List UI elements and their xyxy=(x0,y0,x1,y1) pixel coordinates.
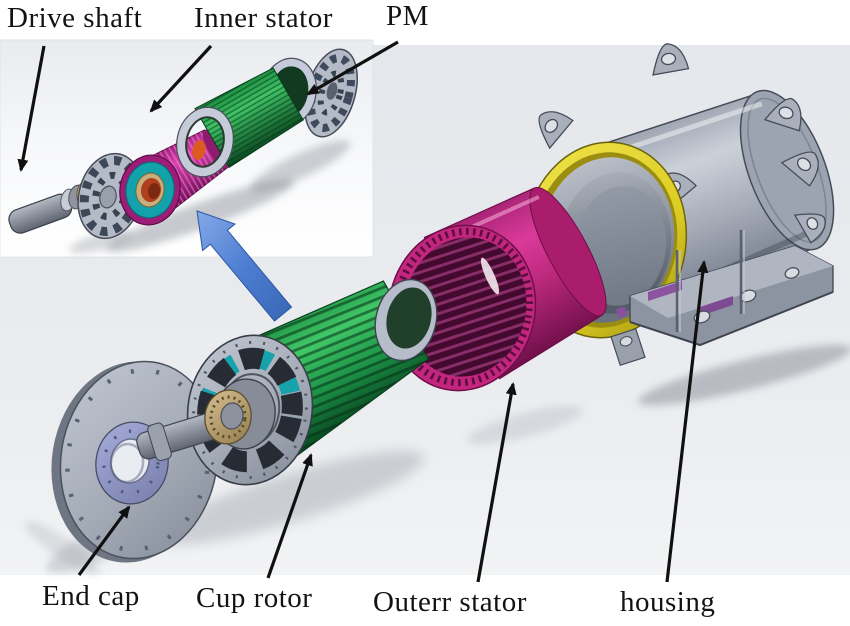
drive-shaft-arrow xyxy=(17,45,46,172)
insertion-direction-arrow xyxy=(196,210,293,322)
label-housing: housing xyxy=(620,586,716,618)
cup-rotor-part xyxy=(136,278,438,486)
outer-stator-part xyxy=(387,186,607,392)
label-inner-stator: Inner stator xyxy=(194,2,333,34)
pm-arrow xyxy=(306,40,399,96)
housing-arrow xyxy=(665,260,709,583)
label-end-cap: End cap xyxy=(42,580,140,612)
annotation-arrows xyxy=(17,40,709,583)
inner-stator-arrow xyxy=(149,44,213,113)
housing-base-bracket xyxy=(610,230,834,367)
label-drive-shaft: Drive shaft xyxy=(7,2,143,34)
inset-orange-ring xyxy=(192,140,206,160)
inset-inner-assembly xyxy=(8,48,358,322)
end-cap-part xyxy=(51,360,219,563)
outer-stator-arrow xyxy=(476,382,517,583)
label-pm: PM xyxy=(386,0,429,32)
label-cup-rotor: Cup rotor xyxy=(196,582,313,614)
label-outer-stator: Outerr stator xyxy=(373,586,527,618)
inset-pm-cylinder xyxy=(176,67,304,178)
cup-rotor-arrow xyxy=(266,453,313,579)
end-cap-arrow xyxy=(77,505,131,576)
